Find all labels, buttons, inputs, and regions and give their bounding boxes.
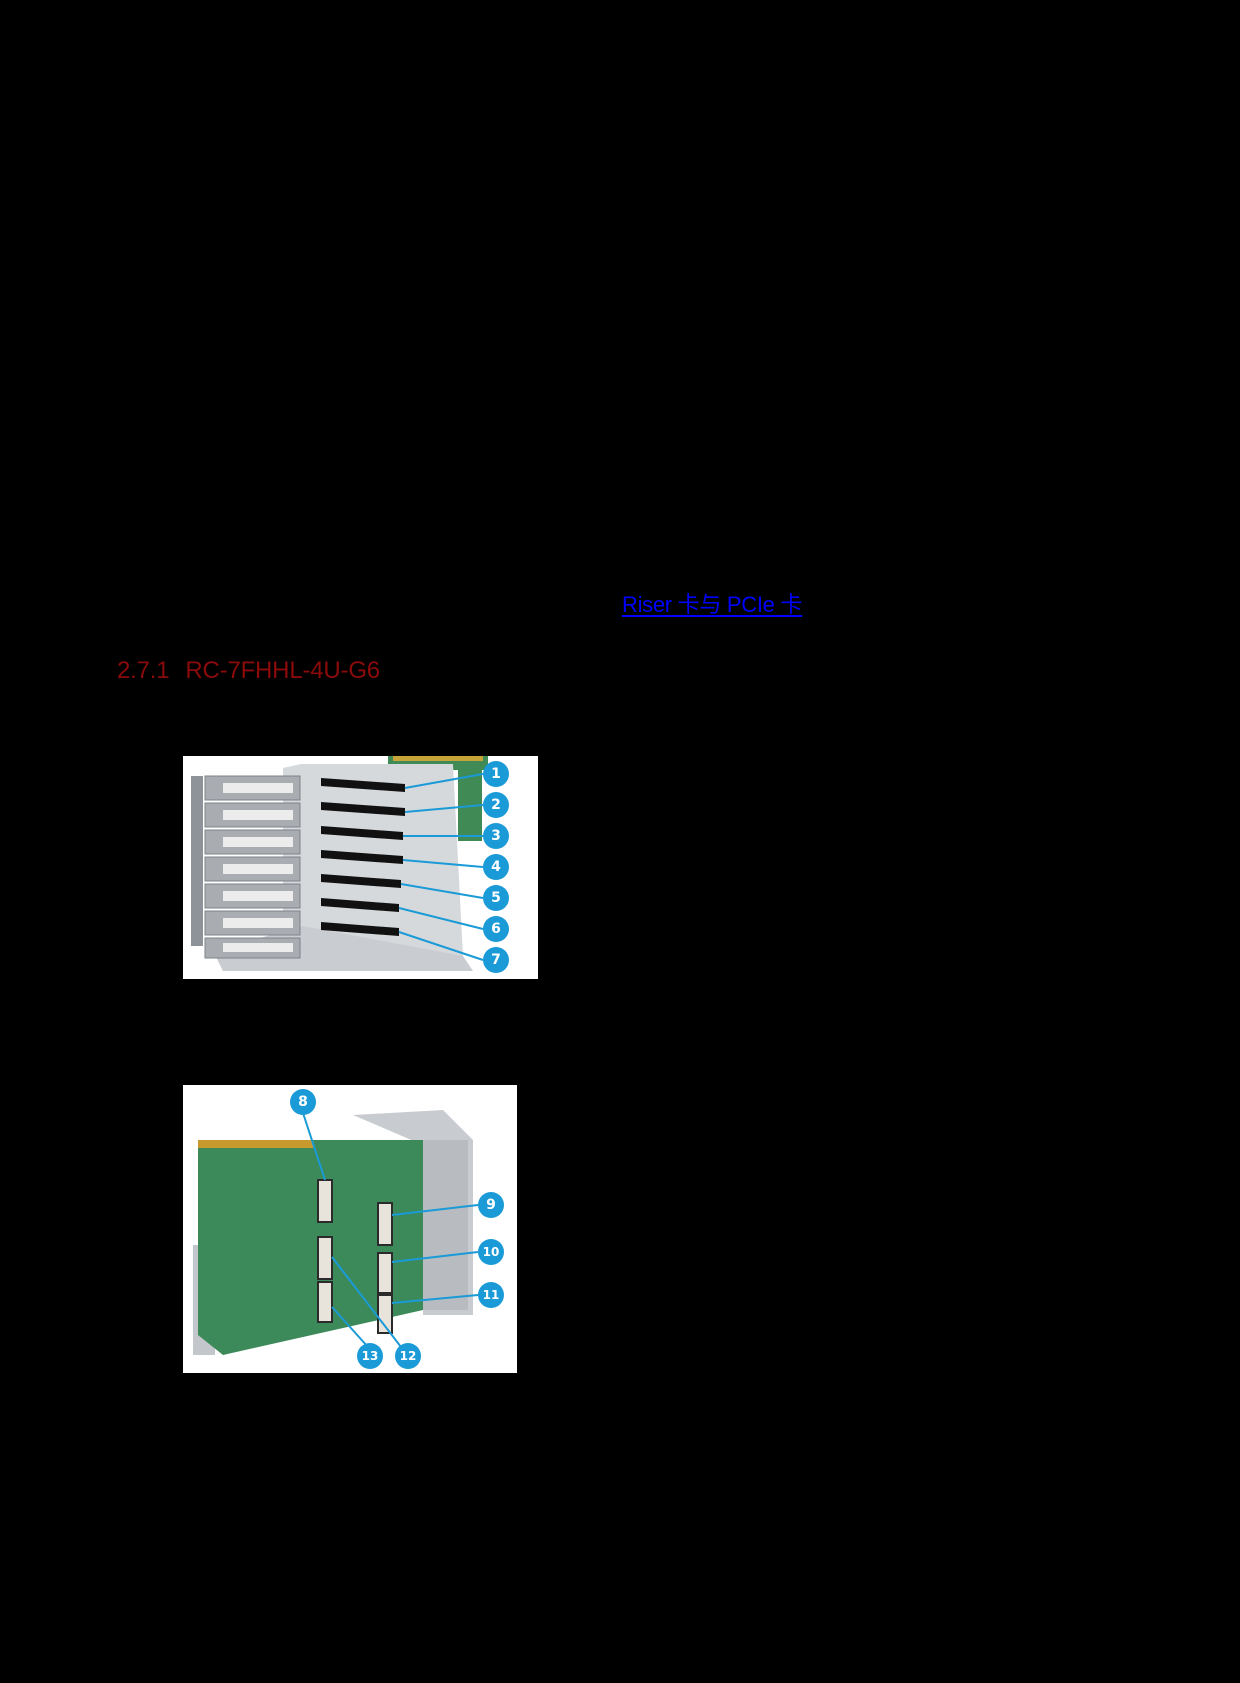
callout-11: 11 [478,1282,504,1308]
callout-7: 7 [483,947,509,973]
section-number: 2.7.1 [117,657,170,684]
callout-12: 12 [395,1343,421,1369]
callout-5: 5 [483,885,509,911]
callout-13: 13 [357,1343,383,1369]
callout-3: 3 [483,823,509,849]
callout-9: 9 [478,1192,504,1218]
riser-cage-illustration [183,756,538,979]
callout-10: 10 [478,1239,504,1265]
section-title: RC-7FHHL-4U-G6 [185,657,380,684]
riser-board-illustration [183,1085,517,1373]
figure-riser-back: 8 9 10 11 12 13 [183,1085,517,1373]
figure-riser-front: 1 2 3 4 5 6 7 [183,756,538,979]
riser-pcie-link[interactable]: Riser 卡与 PCIe 卡 [622,592,803,617]
callout-1: 1 [483,761,509,787]
callout-6: 6 [483,916,509,942]
section-heading: 2.7.1 RC-7FHHL-4U-G6 [117,657,380,685]
callout-8: 8 [290,1089,316,1115]
callout-2: 2 [483,792,509,818]
callout-4: 4 [483,854,509,880]
